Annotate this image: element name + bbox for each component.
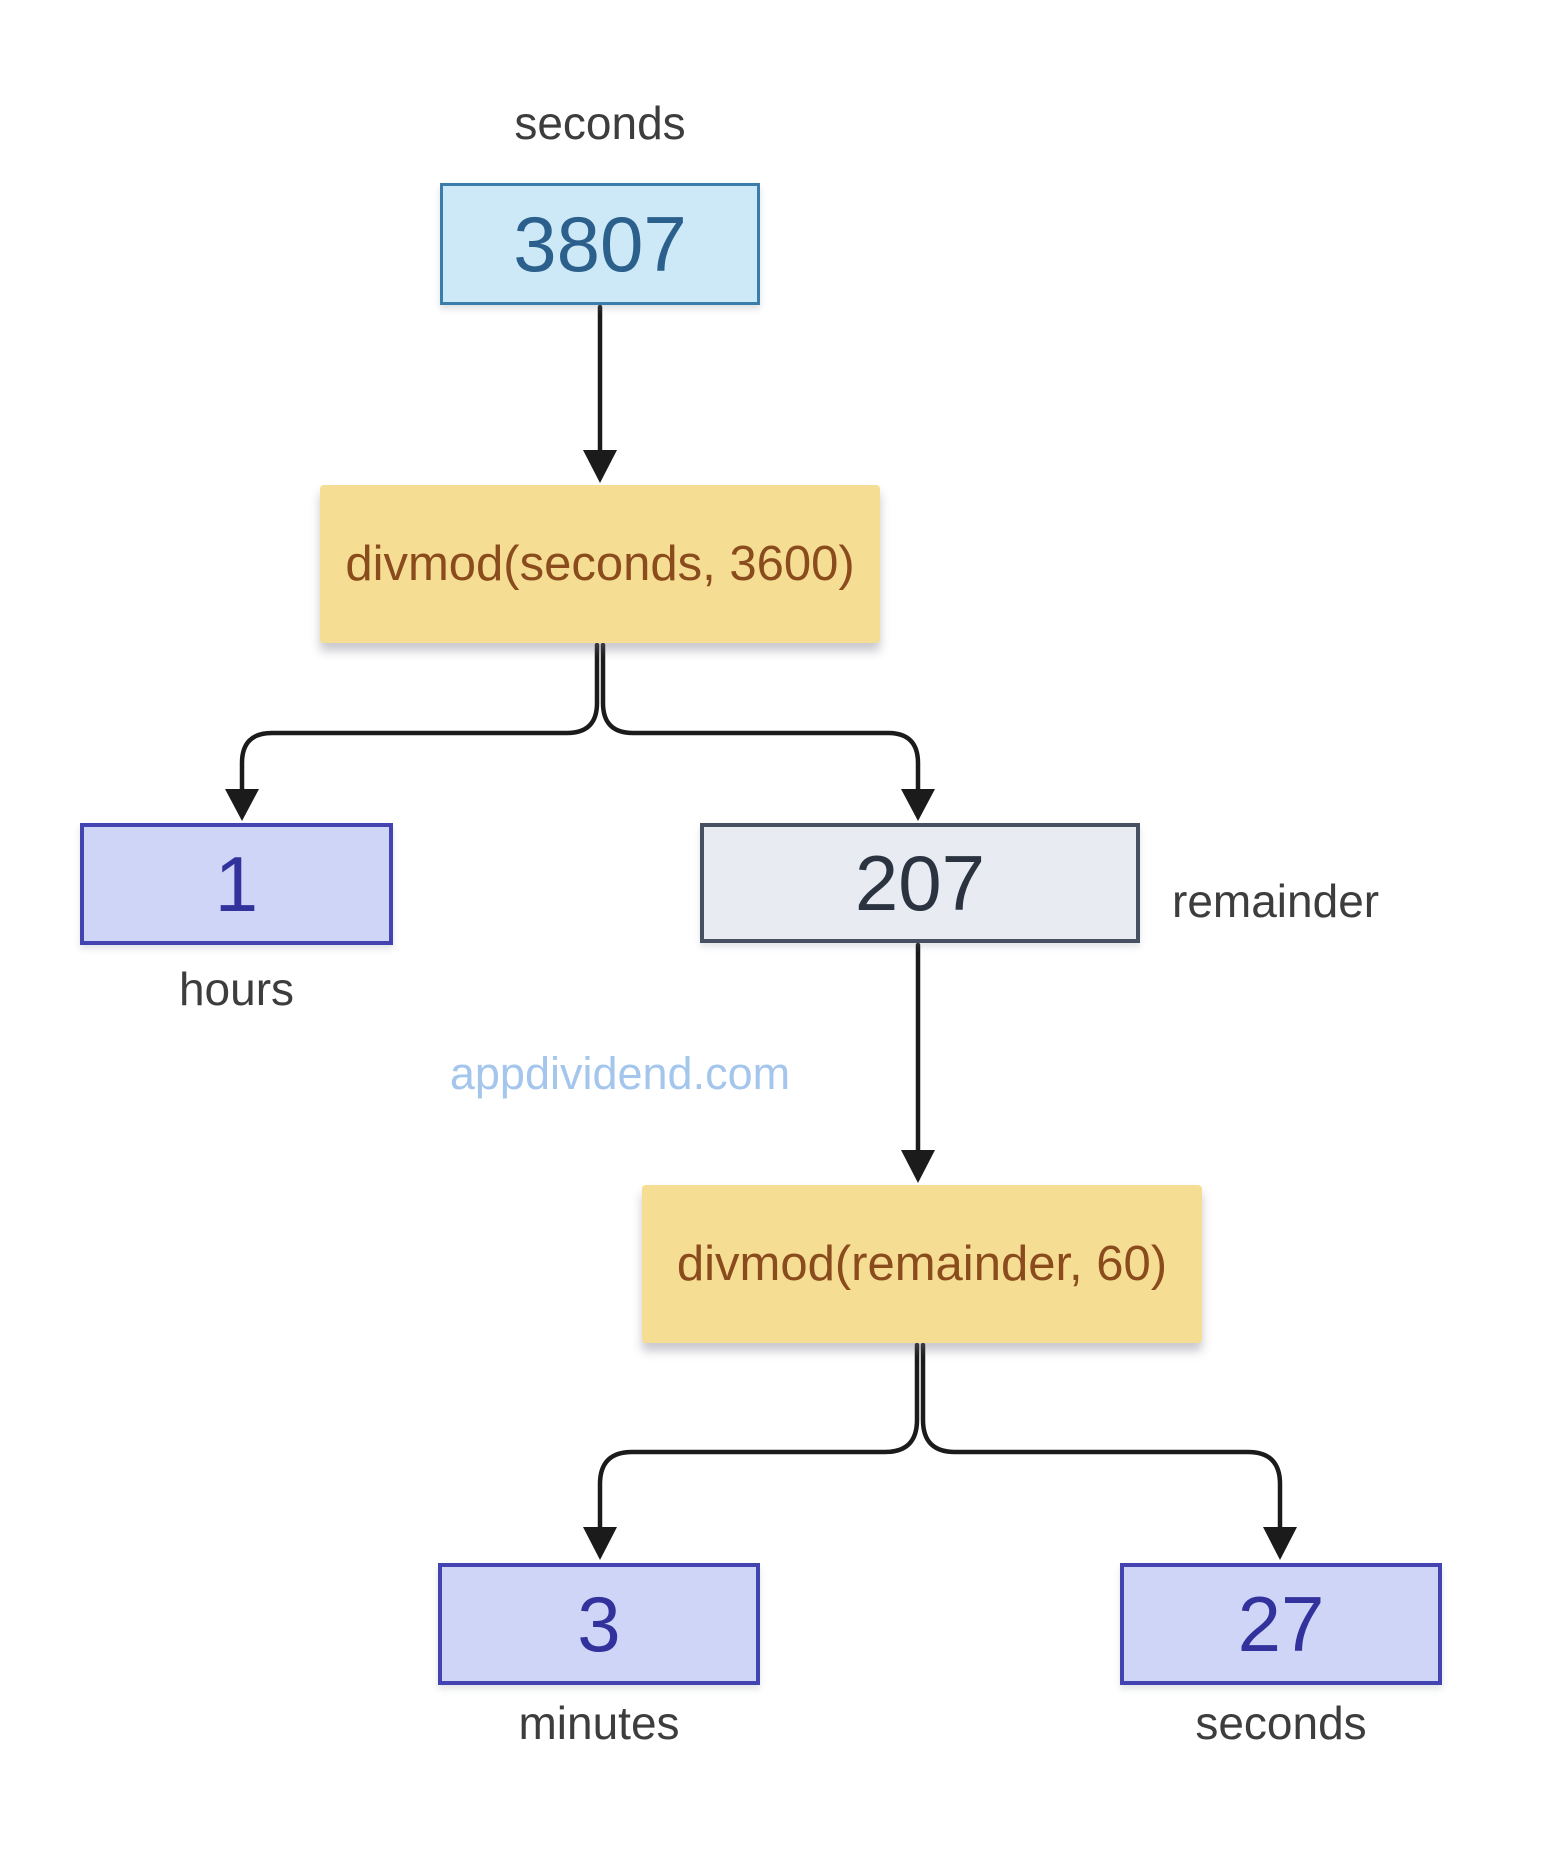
hours-value-box: 1 <box>80 823 393 945</box>
input-value-box: 3807 <box>440 183 760 305</box>
divmod-60-label: divmod(remainder, 60) <box>676 1237 1168 1291</box>
connector-divmod1-to-hours <box>239 642 600 793</box>
input-seconds-label: seconds <box>514 97 686 149</box>
remainder-value-box: 207 <box>700 823 1140 943</box>
remainder-label: remainder <box>1172 875 1380 927</box>
remainder-value: 207 <box>854 838 986 927</box>
hours-label: hours <box>178 963 295 1015</box>
arrowhead-divmod2 <box>901 1150 935 1183</box>
arrowhead-minutes <box>583 1527 617 1560</box>
input-value: 3807 <box>513 199 687 288</box>
connector-divmod2-to-minutes <box>597 1342 920 1531</box>
connector-divmod2-to-seconds <box>920 1342 1283 1531</box>
divmod-60-box: divmod(remainder, 60) <box>642 1185 1202 1343</box>
watermark: appdividend.com <box>449 1048 791 1099</box>
minutes-label: minutes <box>518 1697 680 1749</box>
arrowhead-hours <box>225 789 259 821</box>
seconds-label: seconds <box>1195 1697 1367 1749</box>
divmod-3600-label: divmod(seconds, 3600) <box>345 537 855 591</box>
minutes-value: 3 <box>577 1579 621 1668</box>
arrowhead-remainder <box>901 789 935 821</box>
arrowhead-divmod1 <box>583 450 617 483</box>
hours-value: 1 <box>214 839 259 928</box>
seconds-value-box: 27 <box>1120 1563 1442 1685</box>
arrowhead-seconds <box>1263 1527 1297 1560</box>
seconds-value: 27 <box>1237 1579 1325 1668</box>
connector-divmod1-to-remainder <box>600 642 921 793</box>
minutes-value-box: 3 <box>438 1563 760 1685</box>
divmod-3600-box: divmod(seconds, 3600) <box>320 485 880 643</box>
